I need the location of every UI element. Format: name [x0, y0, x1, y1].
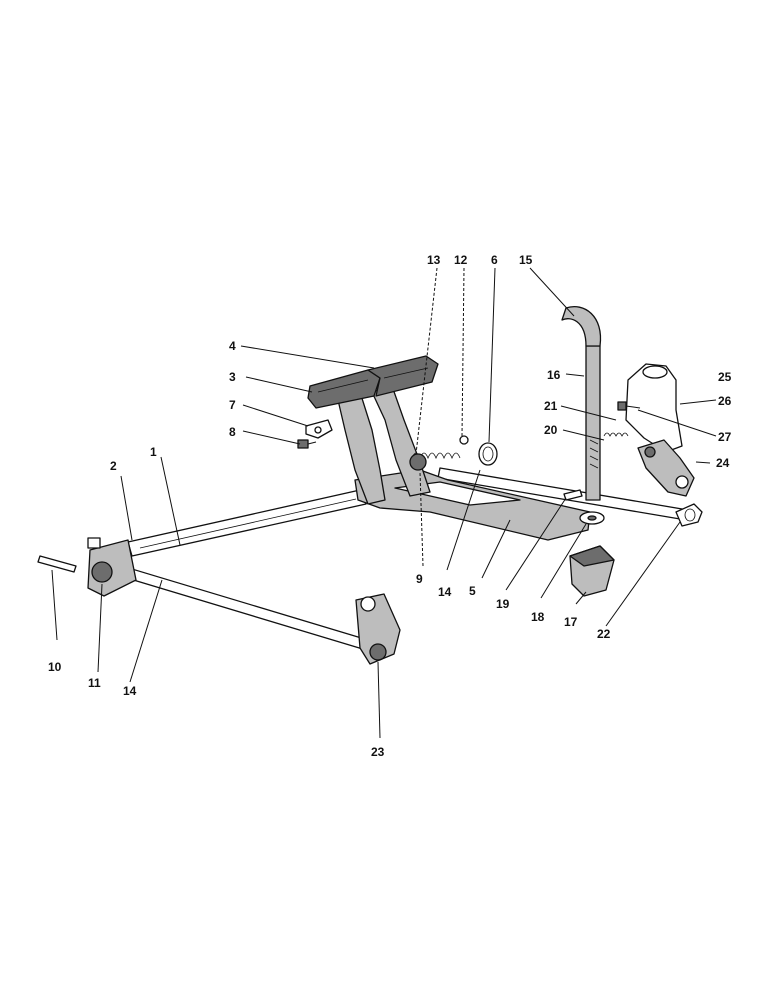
- clevis-end: [675, 503, 703, 527]
- label-12: 12: [454, 253, 468, 267]
- pedal-pads: [307, 355, 439, 409]
- label-26: 26: [718, 394, 732, 408]
- label-4: 4: [229, 339, 236, 353]
- label-6: 6: [491, 253, 498, 267]
- label-5: 5: [469, 584, 476, 598]
- label-7: 7: [229, 398, 236, 412]
- label-14-left: 14: [123, 684, 137, 698]
- small-bracket: [305, 419, 333, 439]
- label-18: 18: [531, 610, 545, 624]
- label-25: 25: [718, 370, 732, 384]
- label-3: 3: [229, 370, 236, 384]
- label-11: 11: [88, 676, 101, 690]
- label-9: 9: [416, 572, 423, 586]
- label-21: 21: [544, 399, 558, 413]
- washer: [579, 511, 605, 525]
- label-15: 15: [519, 253, 533, 267]
- label-22: 22: [597, 627, 611, 641]
- bolt: [297, 439, 317, 449]
- pivot-boss: [409, 453, 427, 471]
- cross-shaft: [127, 489, 367, 557]
- label-2: 2: [110, 459, 117, 473]
- label-13: 13: [427, 253, 441, 267]
- label-10: 10: [48, 660, 62, 674]
- label-20: 20: [544, 423, 558, 437]
- set-screw: [617, 401, 641, 411]
- lever-pin: [563, 489, 583, 501]
- label-23: 23: [371, 745, 385, 759]
- shaft-boss: [87, 537, 137, 597]
- label-16: 16: [547, 368, 561, 382]
- label-8: 8: [229, 425, 236, 439]
- label-24: 24: [716, 456, 730, 470]
- label-27: 27: [718, 430, 732, 444]
- lower-rod: [119, 565, 369, 651]
- part-labels: 1 2 3 4 5 6 7 8 9 10 11 12 13 14 14 15 1…: [48, 253, 732, 759]
- link-bracket: [637, 439, 695, 497]
- label-17: 17: [564, 615, 578, 629]
- label-1: 1: [150, 445, 157, 459]
- label-14-right: 14: [438, 585, 452, 599]
- pin: [37, 555, 77, 573]
- label-19: 19: [496, 597, 510, 611]
- plunger: [603, 432, 629, 437]
- lever-arm: [355, 593, 401, 665]
- housing: [625, 363, 683, 453]
- rubber-block: [569, 545, 615, 597]
- leader-lines: [51, 267, 717, 739]
- clip-ring: [478, 442, 498, 466]
- hand-lever: [561, 306, 602, 501]
